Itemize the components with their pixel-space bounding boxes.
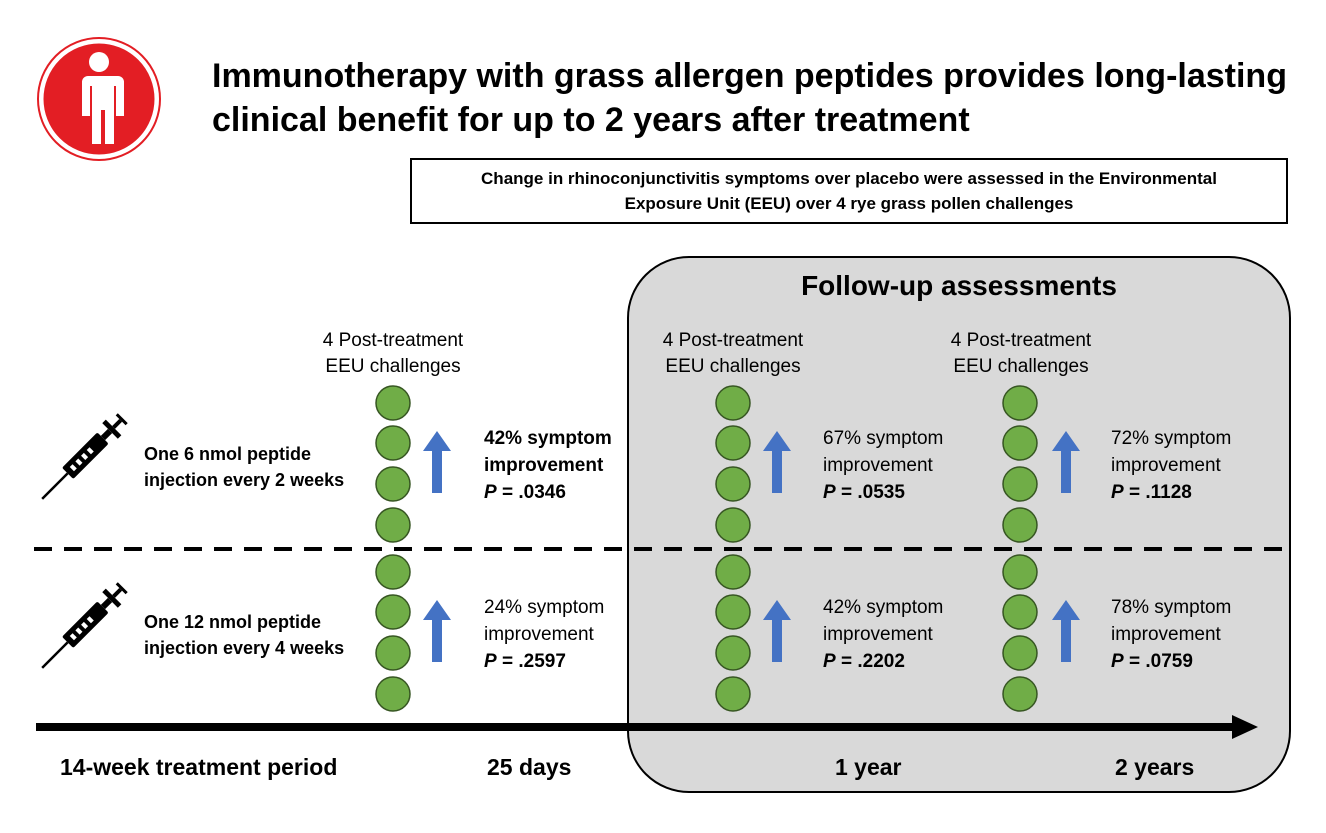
up-arrow-icon	[423, 431, 451, 493]
challenge-circle	[375, 425, 411, 461]
challenge-circles-year1	[715, 385, 751, 712]
result-pct: 78% symptom	[1111, 597, 1232, 618]
header-line: EEU challenges	[953, 356, 1089, 377]
result-word: improvement	[1111, 624, 1221, 645]
header-line: 4 Post-treatment	[322, 330, 464, 351]
result-pct: 24% symptom	[484, 597, 605, 618]
treatment-label: One 12 nmol peptide injection every 4 we…	[144, 609, 344, 661]
result-block: 42% symptom improvement P = .2202	[823, 594, 943, 675]
up-arrow-icon	[1052, 600, 1080, 662]
result-block: 67% symptom improvement P = .0535	[823, 425, 943, 506]
challenge-circles-year2	[1002, 385, 1038, 712]
p-value: P = .0535	[823, 482, 905, 503]
up-arrow-icon	[763, 600, 791, 662]
info-line: Change in rhinoconjunctivitis symptoms o…	[481, 169, 1217, 188]
result-word: improvement	[484, 624, 594, 645]
challenge-circle	[715, 676, 751, 712]
result-pct: 42% symptom	[823, 597, 944, 618]
result-block: 24% symptom improvement P = .2597	[484, 594, 604, 675]
timeline-arrow	[36, 715, 1258, 739]
p-value: P = .0759	[1111, 651, 1193, 672]
challenge-circle	[715, 466, 751, 502]
result-block: 72% symptom improvement P = .1128	[1111, 425, 1231, 506]
result-pct: 72% symptom	[1111, 428, 1232, 449]
timepoint-header: 4 Post-treatment EEU challenges	[293, 328, 493, 380]
timeline-label-2-years: 2 years	[1115, 754, 1195, 780]
timepoint-header: 4 Post-treatment EEU challenges	[633, 328, 833, 380]
result-pct: 67% symptom	[823, 428, 944, 449]
challenge-circle	[715, 425, 751, 461]
syringe-icon	[41, 582, 128, 669]
up-arrow-icon	[763, 431, 791, 493]
challenge-circle	[1002, 635, 1038, 671]
challenge-circle	[375, 466, 411, 502]
challenge-circle	[1002, 466, 1038, 502]
challenge-circle	[375, 554, 411, 590]
header-line: EEU challenges	[665, 356, 801, 377]
person-icon	[37, 37, 161, 161]
treatment-line: injection every 4 weeks	[144, 638, 345, 658]
timeline-label-25-days: 25 days	[487, 754, 572, 780]
up-arrow-icon	[1052, 431, 1080, 493]
result-word: improvement	[823, 455, 933, 476]
result-word: improvement	[484, 455, 604, 476]
p-value: P = .2202	[823, 651, 905, 672]
challenge-circles-posttreatment	[375, 385, 411, 712]
challenge-circle	[1002, 676, 1038, 712]
challenge-circle	[375, 676, 411, 712]
challenge-circle	[715, 554, 751, 590]
info-line: Exposure Unit (EEU) over 4 rye grass pol…	[624, 194, 1074, 213]
title-line: clinical benefit for up to 2 years after…	[212, 101, 970, 139]
timeline-label-treatment-period: 14-week treatment period	[60, 754, 338, 780]
challenge-circle	[715, 635, 751, 671]
timeline-label-1-year: 1 year	[835, 754, 902, 780]
challenge-circle	[715, 507, 751, 543]
treatment-line: injection every 2 weeks	[144, 470, 345, 490]
up-arrow-icon	[423, 600, 451, 662]
treatment-line: One 12 nmol peptide	[144, 612, 322, 632]
challenge-circle	[1002, 554, 1038, 590]
timepoint-header: 4 Post-treatment EEU challenges	[921, 328, 1121, 380]
page-title: Immunotherapy with grass allergen peptid…	[212, 54, 1302, 142]
result-block: 42% symptom improvement P = .0346	[484, 425, 612, 506]
result-pct: 42% symptom	[484, 428, 612, 449]
challenge-circle	[715, 594, 751, 630]
header-line: 4 Post-treatment	[950, 330, 1092, 351]
challenge-circle	[375, 507, 411, 543]
result-block: 78% symptom improvement P = .0759	[1111, 594, 1231, 675]
p-value: P = .2597	[484, 651, 566, 672]
syringe-icon	[41, 413, 128, 500]
challenge-circle	[1002, 507, 1038, 543]
challenge-circle	[375, 635, 411, 671]
p-value: P = .1128	[1111, 482, 1192, 503]
p-value: P = .0346	[484, 482, 566, 503]
result-word: improvement	[1111, 455, 1221, 476]
followup-title: Follow-up assessments	[801, 270, 1117, 301]
challenge-circle	[1002, 425, 1038, 461]
title-line: Immunotherapy with grass allergen peptid…	[212, 57, 1287, 95]
challenge-circle	[375, 594, 411, 630]
challenge-circle	[1002, 594, 1038, 630]
challenge-circle	[715, 385, 751, 421]
treatment-line: One 6 nmol peptide	[144, 444, 312, 464]
challenge-circle	[1002, 385, 1038, 421]
header-line: EEU challenges	[325, 356, 461, 377]
treatment-label: One 6 nmol peptide injection every 2 wee…	[144, 441, 344, 493]
result-word: improvement	[823, 624, 933, 645]
assessment-info-box: Change in rhinoconjunctivitis symptoms o…	[410, 158, 1288, 224]
header-line: 4 Post-treatment	[662, 330, 804, 351]
challenge-circle	[375, 385, 411, 421]
